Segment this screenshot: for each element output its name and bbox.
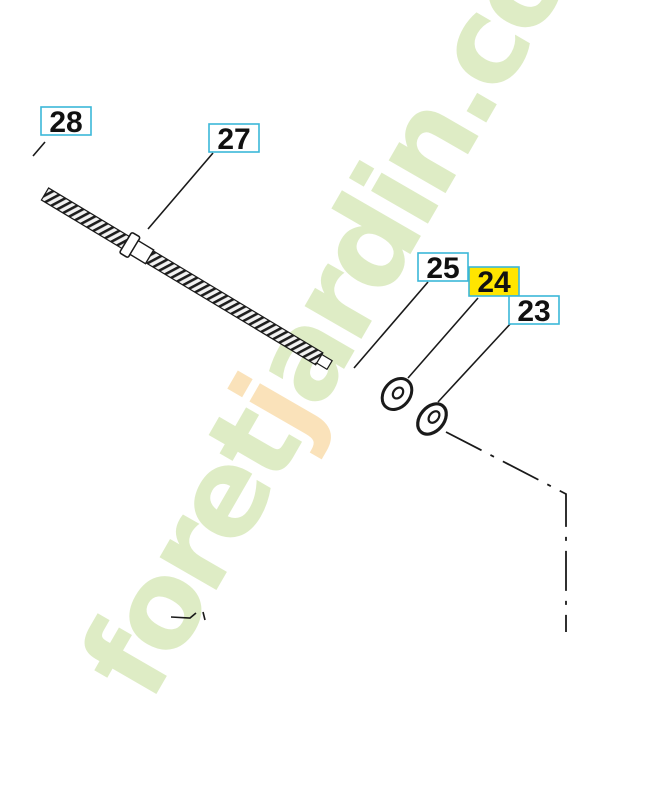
callout-24-highlighted: 24	[468, 266, 520, 299]
threaded-rod	[40, 187, 333, 371]
assembly-axis-line	[445, 431, 567, 632]
nut-part	[416, 402, 448, 436]
callout-28: 28	[40, 106, 92, 139]
break-marker	[170, 611, 206, 621]
leader-lines	[32, 141, 513, 403]
callout-label-23: 23	[517, 295, 550, 328]
washer-part	[380, 377, 414, 411]
callout-23: 23	[508, 295, 560, 328]
callout-label-28: 28	[49, 106, 82, 139]
svg-text:foretjardin.com: foretjardin.com	[55, 0, 652, 720]
callout-label-25: 25	[426, 252, 459, 285]
callout-label-27: 27	[217, 123, 250, 156]
watermark-logo: foretjardin.com	[55, 0, 652, 720]
callout-25: 25	[417, 252, 469, 285]
callout-27: 27	[208, 123, 260, 156]
callout-label-24: 24	[477, 266, 511, 299]
